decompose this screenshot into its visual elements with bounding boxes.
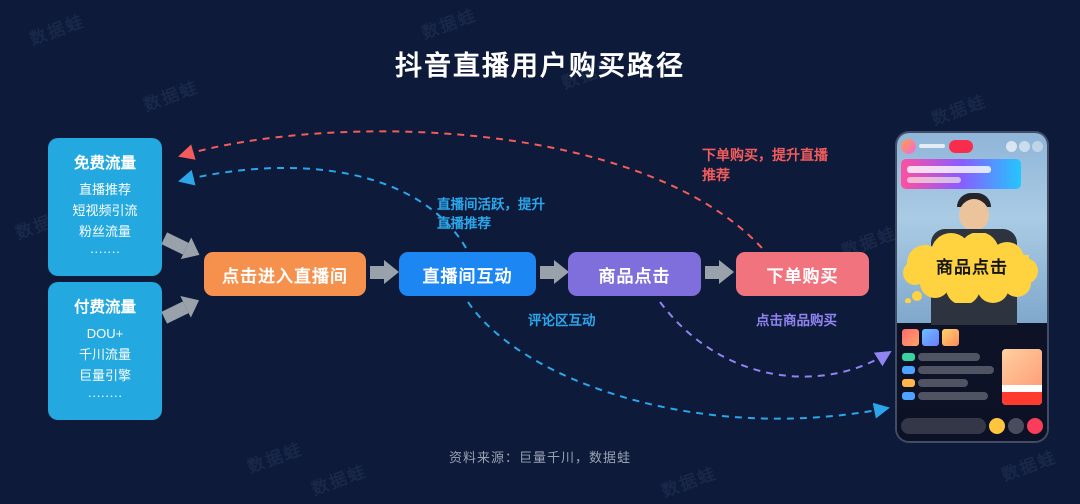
share-icon[interactable] (1008, 418, 1024, 434)
flow-step-label: 下单购买 (766, 266, 839, 286)
annotation-comment-interact: 评论区互动 (528, 313, 596, 328)
annotation-order-boost: 下单购买，提升直播推荐 (702, 147, 828, 183)
traffic-line: 直播推荐 (78, 182, 131, 197)
flow-arrow-icon (540, 260, 569, 284)
live-top-bar (901, 138, 1043, 154)
source-note: 资料来源：巨量千川，数据蛙 (448, 450, 631, 465)
live-chat-messages (902, 353, 995, 405)
host-figure (959, 199, 989, 231)
callout-label: 商品点击 (936, 257, 1008, 277)
flow-step-purchase: 下单购买 (736, 252, 869, 296)
traffic-line: 巨量引擎 (78, 367, 131, 383)
flow-step-label: 点击进入直播间 (222, 266, 348, 286)
traffic-box-paid: 付费流量 DOU+ 千川流量 巨量引擎 ········ (48, 282, 162, 421)
flow-step-interact: 直播间互动 (399, 252, 536, 296)
traffic-line: DOU+ (86, 326, 124, 341)
page-title: 抖音直播用户购买路径 (395, 51, 685, 81)
shop-bag-icon[interactable] (989, 418, 1005, 434)
live-bottom-bar (901, 416, 1043, 436)
traffic-box-free-title: 免费流量 (73, 155, 136, 172)
follow-button[interactable] (949, 139, 973, 153)
product-click-callout: 商品点击 (899, 232, 1045, 305)
flow-step-label: 商品点击 (598, 266, 671, 286)
watermark: 数据蛙 (929, 91, 990, 130)
traffic-box-paid-title: 付费流量 (73, 299, 136, 316)
traffic-box-free: 免费流量 直播推荐 短视频引流 粉丝流量 ······· (48, 138, 162, 277)
viewer-avatars (1006, 140, 1043, 152)
merge-arrow-icon (161, 232, 189, 255)
annotation-click-buy: 点击商品购买 (756, 313, 837, 328)
product-image (1002, 349, 1042, 385)
flow-step-enter-room: 点击进入直播间 (204, 252, 366, 296)
traffic-line: 粉丝流量 (78, 223, 131, 239)
live-stream-screenshot: 商品点击 (897, 133, 1047, 441)
promo-banner (901, 159, 1021, 189)
traffic-line: 短视频引流 (72, 202, 138, 218)
flow-step-product-click: 商品点击 (568, 252, 701, 296)
traffic-line: ······· (89, 244, 121, 260)
flow-arrow-icon (705, 260, 734, 284)
merge-arrow-icon (161, 301, 189, 324)
callout-cloud-shape (903, 232, 1038, 305)
product-price-bar (1002, 392, 1042, 405)
flow-arrow-icon (370, 260, 399, 284)
like-icon[interactable] (1027, 418, 1043, 434)
product-card[interactable] (1002, 349, 1042, 405)
host-avatar (901, 138, 916, 154)
product-thumbnails[interactable] (902, 329, 959, 346)
feedback-arrow-active-to-traffic (178, 166, 467, 249)
annotation-active-boost: 直播间活跃，提升直播推荐 (437, 197, 545, 231)
traffic-line: 千川流量 (78, 346, 131, 362)
traffic-line: ········ (87, 388, 123, 404)
host-name-placeholder (919, 144, 945, 148)
flow-step-label: 直播间互动 (422, 266, 513, 286)
comment-input[interactable] (901, 418, 986, 434)
watermark: 数据蛙 (419, 5, 480, 44)
